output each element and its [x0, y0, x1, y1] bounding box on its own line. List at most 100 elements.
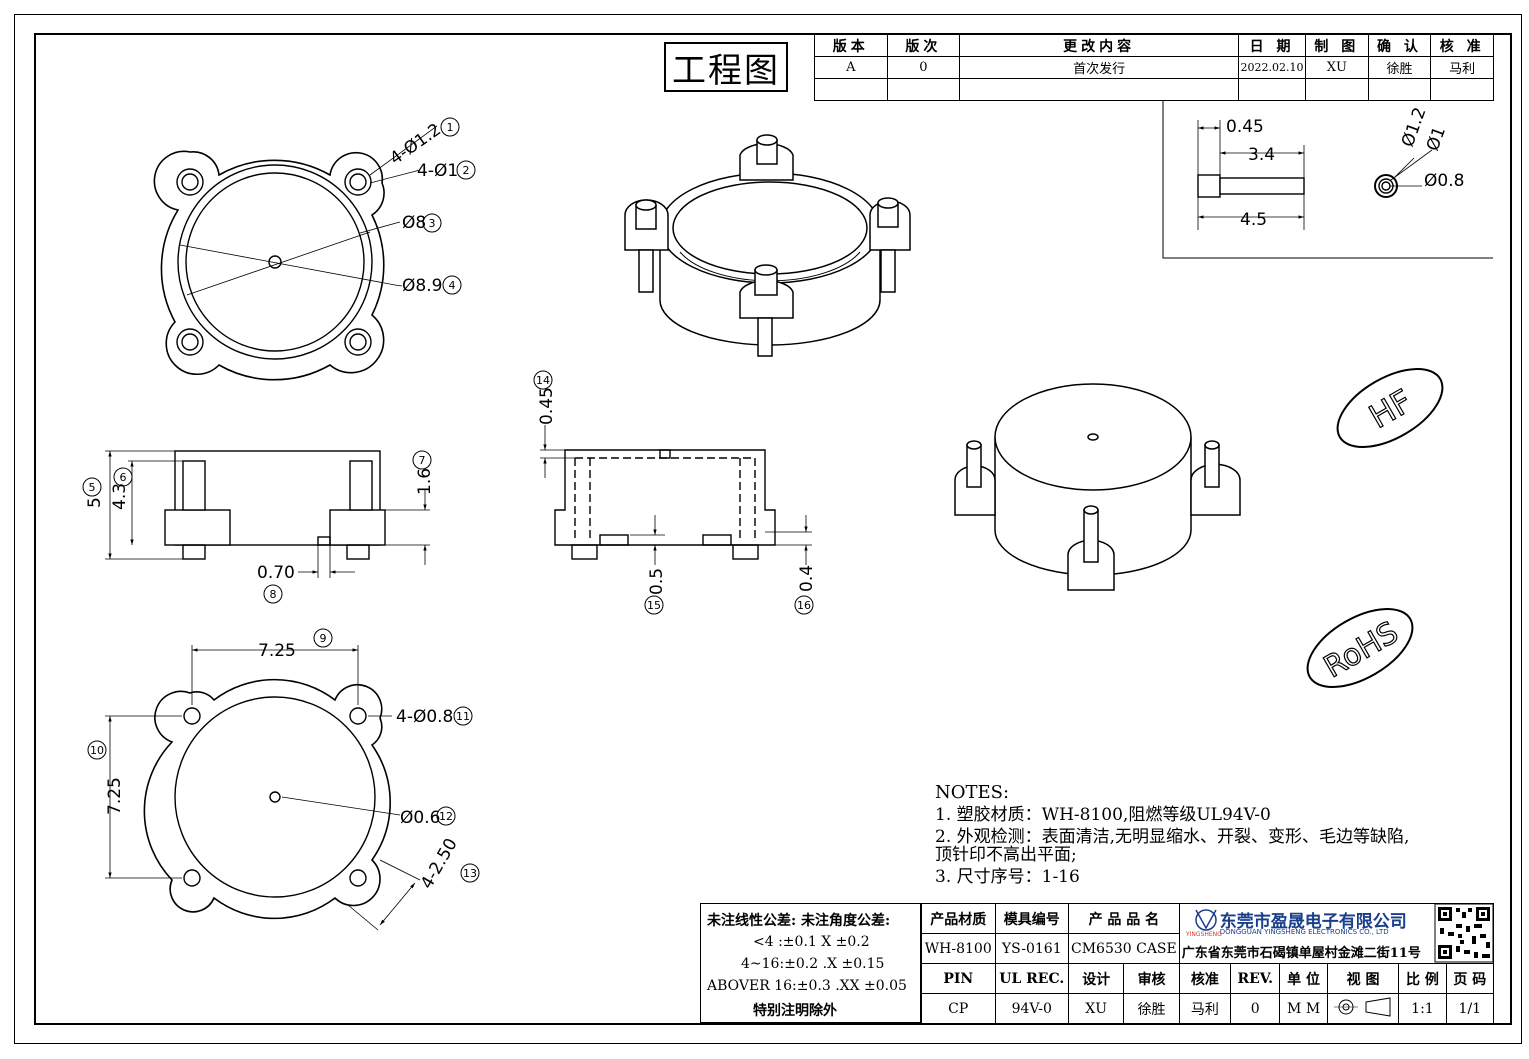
rev-cell: 2022.02.10 [1238, 56, 1306, 79]
rev-row: A 0 首次发行 2022.02.10 XU 徐胜 马利 [814, 56, 1494, 79]
section-dim-15: 0.5 [647, 568, 667, 595]
hf-logo-text: HF [1363, 382, 1419, 436]
notes: NOTES: 1. 塑胶材质：WH-8100,阻燃等级UL94V-0 2. 外观… [935, 782, 1409, 888]
tb-h-review: 审核 [1123, 963, 1180, 994]
tb-review: 徐胜 [1123, 993, 1180, 1024]
tb-h-approve: 核准 [1178, 963, 1232, 994]
note-item: 1. 塑胶材质：WH-8100,阻燃等级UL94V-0 [935, 805, 1271, 825]
rohs-logo [1306, 608, 1414, 688]
label-11: 11 [456, 710, 470, 723]
tb-h-ul: UL REC. [994, 963, 1069, 994]
label-9: 9 [320, 632, 327, 645]
tb-rev: 0 [1230, 993, 1281, 1024]
outer-border [14, 14, 1522, 1044]
iso-view-closed [954, 383, 1241, 591]
tb-h-material: 产品材质 [921, 903, 996, 934]
tb-page: 1/1 [1445, 993, 1495, 1024]
top-view [153, 125, 438, 381]
tb-h-page: 页 码 [1445, 963, 1495, 994]
top-dim-4: Ø8.9 [402, 276, 442, 296]
tb-h-scale: 比 例 [1398, 963, 1447, 994]
tb-h-design: 设计 [1067, 963, 1125, 994]
top-dim-2: 4-Ø1 [417, 161, 458, 181]
rev-header-confirm: 确 认 [1367, 34, 1432, 57]
label-5: 5 [89, 481, 96, 494]
side-dim-5: 5 [85, 497, 105, 508]
tb-h-unit: 单 位 [1279, 963, 1328, 994]
revision-table: 版本 版次 更改内容 日 期 制 图 确 认 核 准 A 0 首次发行 2022… [814, 34, 1494, 101]
rev-header-approve: 核 准 [1430, 34, 1494, 57]
label-3: 3 [429, 217, 436, 230]
side-view [105, 450, 430, 578]
bottom-dim-10: 7.25 [105, 777, 125, 815]
tolerance-line: 4~16:±0.2 .X ±0.15 [741, 956, 885, 972]
top-dim-3: Ø8 [402, 213, 426, 233]
label-8: 8 [270, 588, 277, 601]
label-7: 7 [419, 454, 426, 467]
tb-mold: YS-0161 [994, 933, 1069, 964]
rev-header-change: 更改内容 [959, 34, 1240, 57]
drawing-title: 工程图 [664, 42, 788, 92]
bottom-dim-9: 7.25 [258, 641, 296, 661]
rev-header-version: 版本 [814, 34, 888, 57]
bottom-dim-12: Ø0.6 [400, 808, 440, 828]
label-6: 6 [120, 471, 127, 484]
side-dim-8: 0.70 [257, 563, 295, 583]
bottom-dim-11: 4-Ø0.8 [396, 707, 453, 727]
note-item: 2. 外观检测：表面清洁,无明显缩水、开裂、变形、毛边等缺陷, [935, 827, 1410, 847]
notes-title: NOTES: [935, 782, 1010, 803]
section-view [540, 425, 812, 565]
company-address: 广东省东莞市石碣镇单屋村金滩二街11号 [1181, 946, 1421, 961]
tb-material: WH-8100 [921, 933, 996, 964]
label-13: 13 [463, 867, 477, 880]
tolerance-block: 未注线性公差: 未注角度公差: <4 :±0.1 X ±0.2 4~16:±0.… [700, 903, 921, 1023]
company-name-en: DONGGUAN YINGSHENG ELECTRONICS CO., LTD [1219, 928, 1389, 936]
tolerance-line: 特别注明除外 [753, 1003, 837, 1019]
tb-h-mold: 模具编号 [994, 903, 1069, 934]
rev-cell: 马利 [1430, 56, 1494, 79]
iso-view-open [624, 134, 911, 357]
company-block: 东莞市盈晟电子有限公司 DONGGUAN YINGSHENG ELECTRONI… [1178, 903, 1495, 964]
tb-h-rev: REV. [1230, 963, 1281, 994]
circled-labels [82, 117, 814, 883]
label-4: 4 [449, 279, 456, 292]
bottom-dim-13: 4-2.50 [417, 835, 462, 892]
rohs-logo-text: RoHS [1318, 615, 1404, 685]
tb-h-pin: PIN [921, 963, 996, 994]
tb-view-symbol [1326, 993, 1400, 1024]
note-item: 顶针印不高出平面; [935, 845, 1077, 865]
section-dim-16: 0.4 [797, 565, 817, 592]
pin-dim-d1: Ø1 [1423, 124, 1450, 154]
tb-design: XU [1067, 993, 1125, 1024]
hf-logo [1336, 368, 1444, 448]
title-block: 产品材质 模具编号 产 品 品 名 东莞市盈晟电子有限公司 DONGGUAN Y… [921, 903, 1495, 1024]
note-item: 3. 尺寸序号：1-16 [935, 867, 1080, 887]
tolerance-title: 未注线性公差: 未注角度公差: [707, 913, 891, 929]
drawing-frame [34, 33, 1512, 1025]
tb-pin: CP [921, 993, 996, 1024]
label-1: 1 [447, 121, 454, 134]
bottom-view [105, 645, 421, 931]
label-16: 16 [797, 599, 811, 612]
tb-ul: 94V-0 [994, 993, 1069, 1024]
tolerance-line: ABOVER 16:±0.3 .XX ±0.05 [707, 978, 907, 994]
tb-name: CM6530 CASE [1068, 933, 1180, 964]
tb-h-name: 产 品 品 名 [1068, 903, 1180, 934]
label-12: 12 [439, 810, 453, 823]
tb-scale: 1:1 [1398, 993, 1447, 1024]
company-name-cn: 东莞市盈晟电子有限公司 [1219, 912, 1407, 932]
label-2: 2 [463, 164, 470, 177]
label-10: 10 [90, 744, 104, 757]
pin-dim-d08: Ø0.8 [1424, 171, 1464, 191]
tolerance-line: <4 :±0.1 X ±0.2 [753, 934, 870, 950]
pin-dim-34: 3.4 [1248, 145, 1275, 165]
label-15: 15 [647, 599, 661, 612]
tb-unit: M M [1279, 993, 1328, 1024]
pin-dim-045: 0.45 [1226, 117, 1264, 137]
tb-approve: 马利 [1178, 993, 1232, 1024]
label-14: 14 [536, 374, 550, 387]
tb-h-view: 视 图 [1326, 963, 1400, 994]
pin-detail [1162, 100, 1493, 259]
side-dim-6: 4.3 [110, 483, 130, 510]
